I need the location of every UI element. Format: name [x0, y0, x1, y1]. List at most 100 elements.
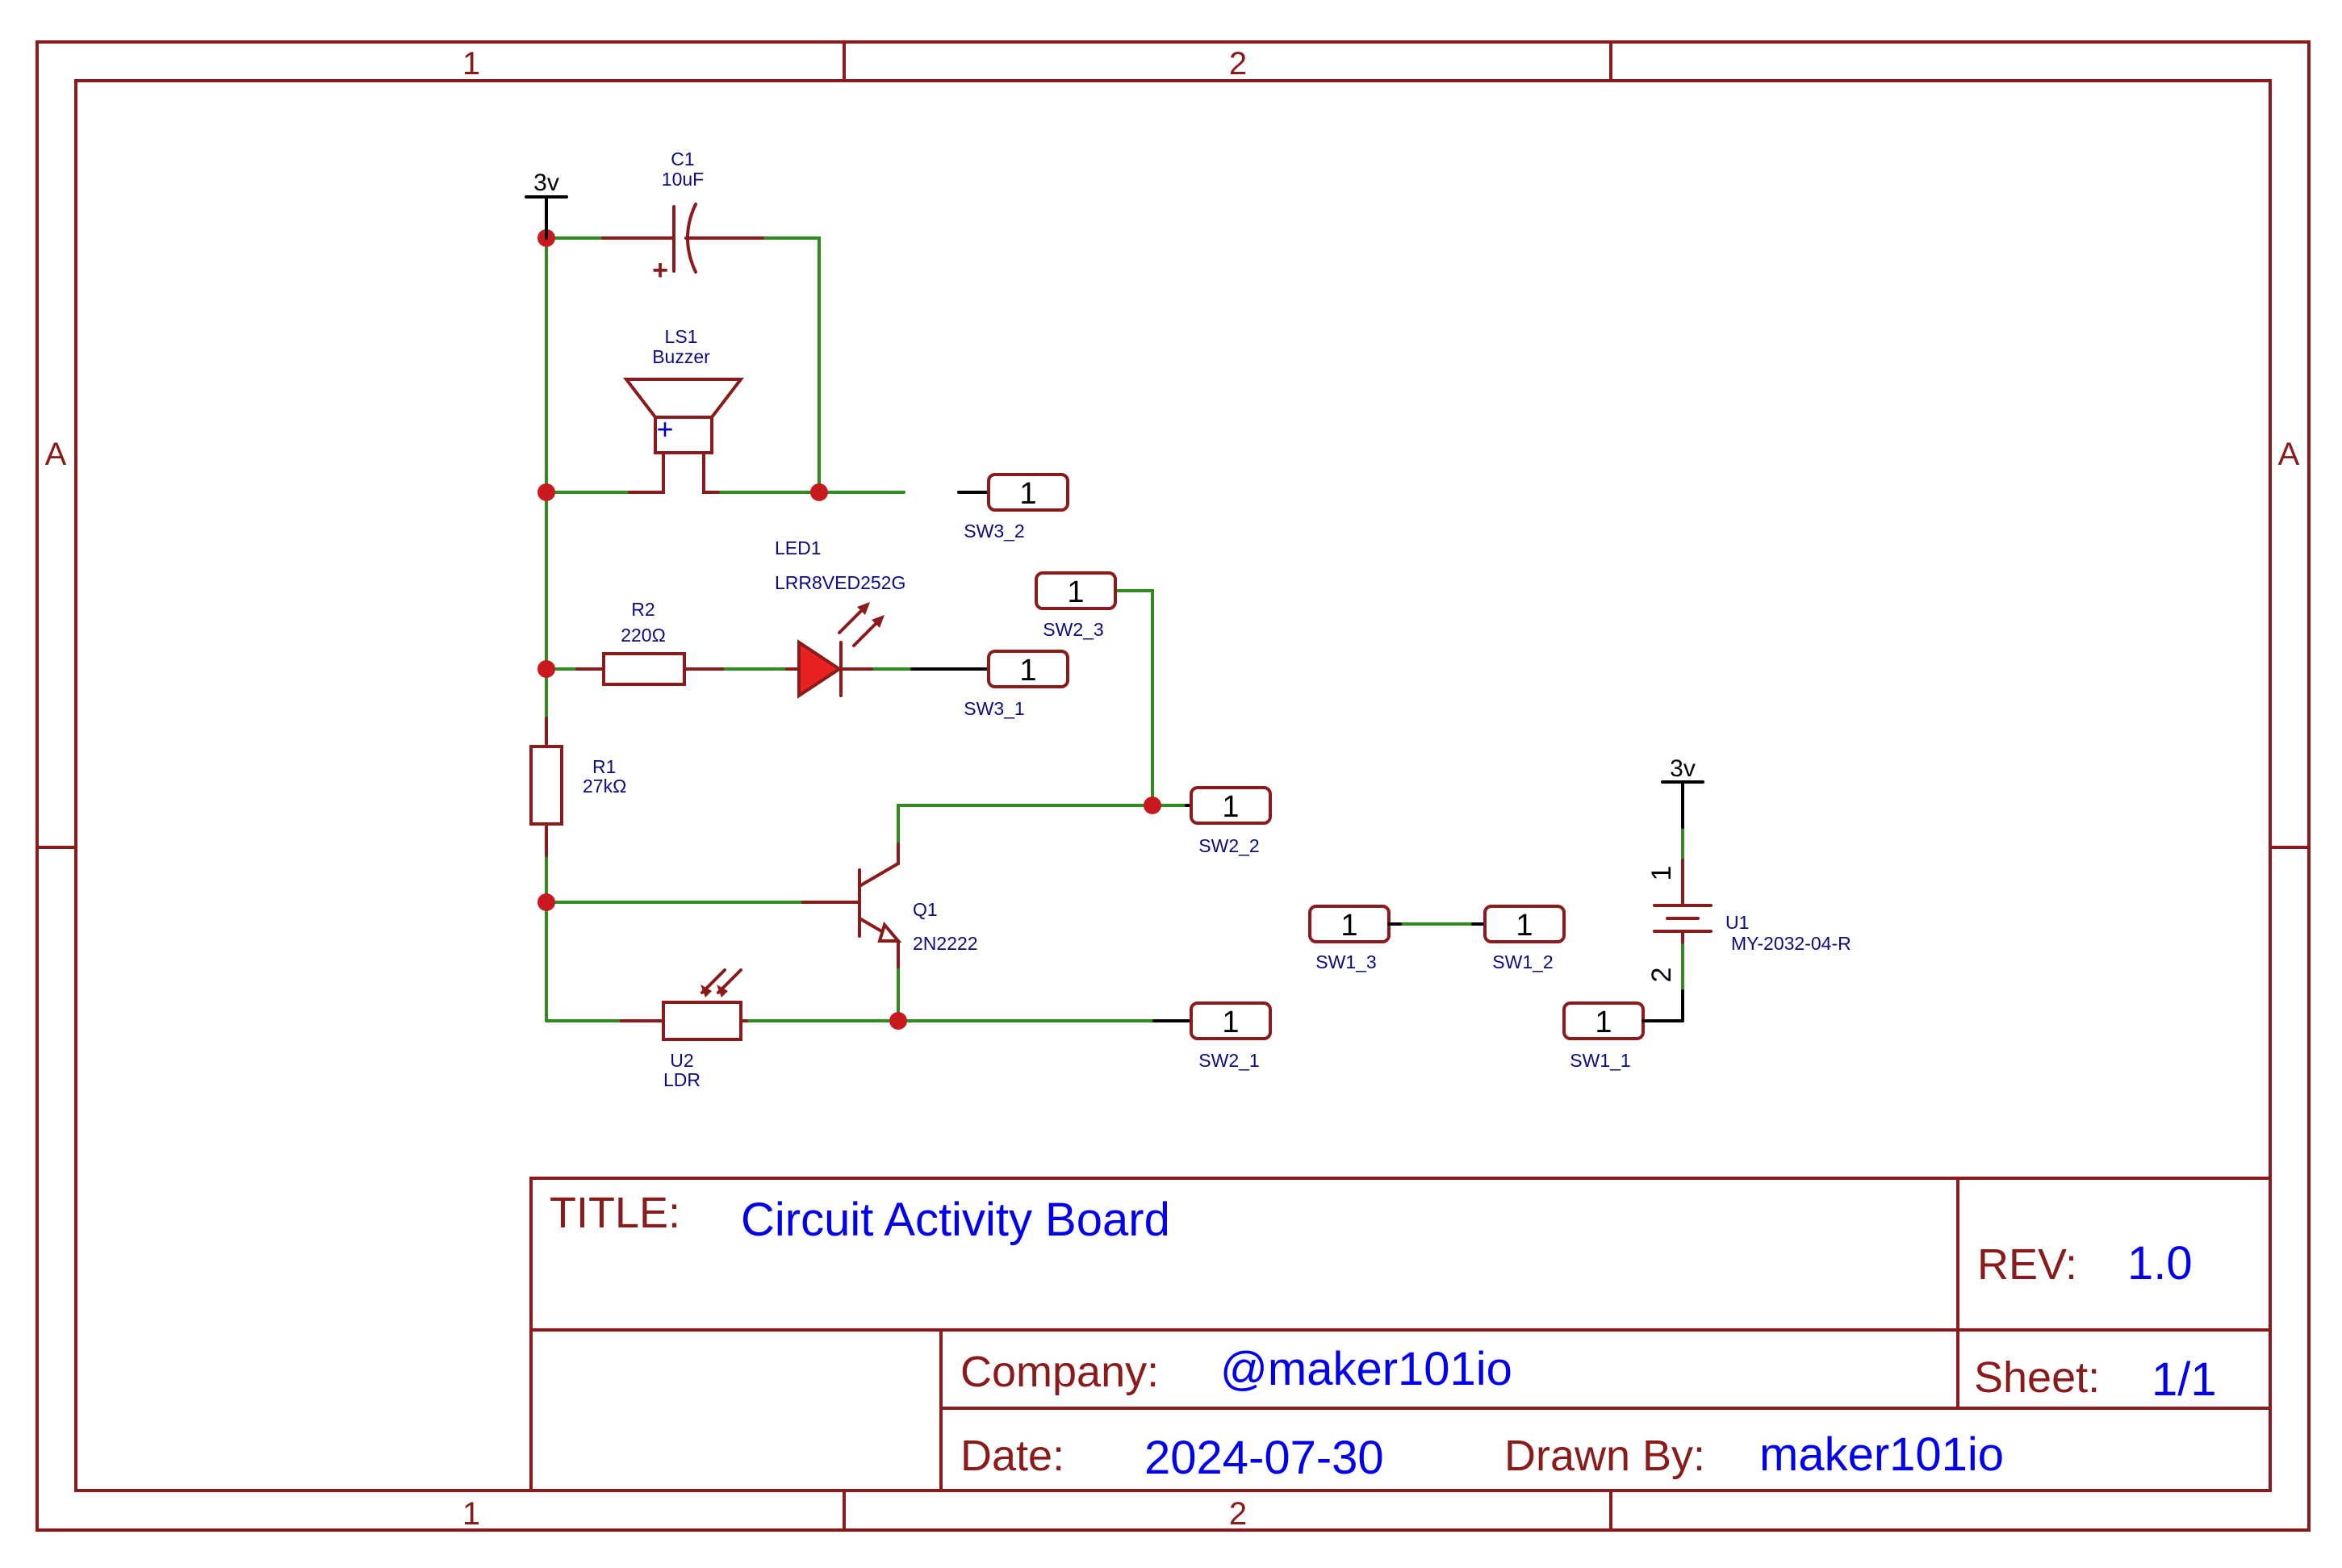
drawing-title: Circuit Activity Board: [741, 1194, 1170, 1246]
pad-body: [1483, 905, 1566, 943]
buzzer-horn: [622, 378, 745, 419]
wire: [1114, 589, 1154, 807]
led-emission-arrow: [838, 605, 867, 634]
pad-body: [1190, 786, 1272, 825]
pad-name: SW1_2: [1492, 951, 1553, 972]
zone-label-right-a: A: [2278, 437, 2300, 472]
c1-value: 10uF: [662, 169, 704, 190]
ldr-body: [662, 1001, 742, 1041]
capacitor-polarity: +: [652, 255, 668, 286]
wire: [761, 236, 821, 494]
resistor-r1: R1 27kΩ: [529, 717, 626, 857]
u2-value: LDR: [663, 1069, 701, 1090]
rev-value: 1.0: [2127, 1237, 2193, 1290]
buzzer-ls1: + LS1 Buzzer: [622, 326, 745, 494]
sheet-label: Sheet:: [1974, 1353, 2100, 1402]
drawn-by-value: maker101io: [1759, 1428, 2004, 1481]
connector-sw1-3: 1 SW1_3: [1308, 905, 1402, 972]
connector-sw3-1: 1 SW3_1: [910, 650, 1069, 719]
q1-value: 2N2222: [913, 933, 978, 954]
battery-pin-1-number: 1: [1646, 866, 1677, 881]
buzzer-body: [654, 416, 713, 454]
buzzer-pin: [628, 451, 665, 494]
junction-dot: [810, 483, 828, 501]
inner-border: [74, 79, 2272, 1492]
zone-label-top-2: 2: [1229, 46, 1247, 82]
outer-border: [36, 40, 2311, 1532]
buzzer-pin: [702, 451, 720, 494]
transistor-emitter-arrow: [877, 921, 902, 943]
power-label: 3v: [1670, 755, 1696, 782]
pad-pin-number: 1: [1340, 909, 1357, 943]
c1-ref: C1: [671, 148, 694, 169]
ldr-arrowhead: [717, 985, 728, 997]
date-value: 2024-07-30: [1144, 1432, 1384, 1484]
title-block: TITLE: Circuit Activity Board REV: 1.0 C…: [529, 1177, 2272, 1492]
pad-body: [987, 473, 1069, 512]
r1-value: 27kΩ: [583, 776, 626, 797]
power-symbol-3v-top: 3v: [525, 169, 568, 240]
pad-pin-number: 1: [1019, 654, 1036, 688]
resistor-r2: R2 220Ω: [575, 599, 724, 686]
transistor-collector: [858, 862, 900, 888]
led1-value: LRR8VED252G: [775, 572, 905, 593]
capacitor-c1: + C1 10uF: [601, 148, 764, 286]
ls1-value: Buzzer: [652, 346, 710, 367]
led-arrowhead: [857, 602, 870, 615]
led1-ref: LED1: [775, 537, 822, 558]
connector-sw1-1: 1 SW1_1: [1562, 989, 1684, 1071]
pad-pin-number: 1: [1595, 1006, 1612, 1039]
u1-ref: U1: [1725, 912, 1749, 933]
junction-dot: [537, 483, 555, 501]
buzzer-polarity: +: [656, 412, 673, 445]
r1-ref: R1: [592, 756, 616, 777]
transistor-q1: Q1 2N2222: [801, 843, 978, 968]
pad-body: [1035, 571, 1117, 610]
pad-name: SW1_3: [1315, 951, 1376, 972]
pad-body: [1190, 1001, 1272, 1040]
wires: [545, 236, 1684, 1022]
junctions: [537, 229, 1161, 1030]
pad-name: SW1_1: [1570, 1050, 1630, 1071]
u1-value: MY-2032-04-R: [1731, 933, 1851, 954]
date-label: Date:: [960, 1432, 1064, 1480]
resistor-body: [529, 745, 563, 826]
pad-name: SW2_3: [1043, 619, 1103, 640]
company-label: Company:: [960, 1348, 1159, 1396]
r2-value: 220Ω: [621, 625, 666, 646]
pad-pin-number: 1: [1067, 575, 1084, 609]
zone-label-bottom-1: 1: [462, 1496, 480, 1532]
led-emission-arrow: [852, 618, 881, 647]
ldr-u2: U2 LDR: [620, 968, 748, 1090]
pad-pin-number: 1: [1222, 1006, 1239, 1039]
power-label: 3v: [533, 169, 559, 196]
led-anode-triangle: [797, 639, 843, 699]
battery-pin-2-number: 2: [1646, 968, 1677, 983]
title-label: TITLE:: [550, 1189, 680, 1237]
zone-label-left-a: A: [45, 437, 67, 472]
wire: [897, 804, 1154, 846]
junction-dot: [889, 1012, 907, 1030]
q1-ref: Q1: [913, 899, 938, 920]
zone-label-top-1: 1: [462, 46, 480, 82]
led-led1: LED1 LRR8VED252G: [775, 537, 905, 699]
resistor-body: [602, 652, 686, 686]
title-block-border: [529, 1177, 2272, 1492]
connector-sw2-1: 1 SW2_1: [1152, 1001, 1272, 1071]
connector-sw2-3: 1 SW2_3: [1035, 571, 1117, 640]
battery-u1: 1 2 U1 MY-2032-04-R: [1646, 859, 1851, 983]
r2-ref: R2: [631, 599, 655, 620]
drawn-by-label: Drawn By:: [1504, 1432, 1705, 1480]
zone-label-bottom-2: 2: [1229, 1496, 1247, 1532]
pad-name: SW3_2: [964, 521, 1024, 541]
pad-pin-number: 1: [1516, 909, 1533, 943]
ls1-ref: LS1: [665, 326, 698, 347]
pad-name: SW2_2: [1198, 835, 1259, 856]
u2-ref: U2: [670, 1050, 693, 1071]
pad-name: SW2_1: [1198, 1050, 1259, 1071]
company-value: @maker101io: [1220, 1343, 1512, 1395]
junction-dot: [1144, 797, 1161, 814]
pad-name: SW3_1: [964, 698, 1024, 719]
